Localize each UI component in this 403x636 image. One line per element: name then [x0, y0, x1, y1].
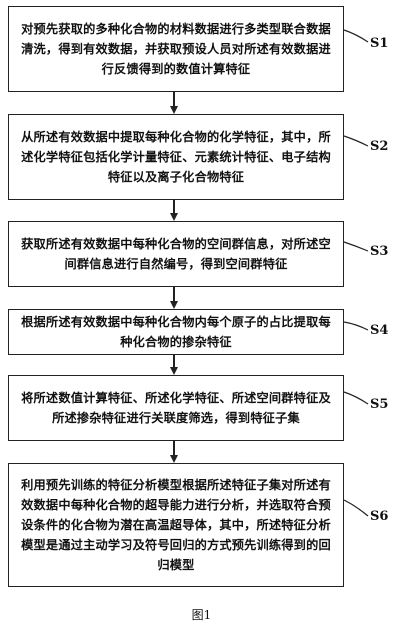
step-box-s3: 获取所述有效数据中每种化合物的空间群信息，对所述空间群信息进行自然编号，得到空间…	[8, 221, 344, 287]
step-text-s6: 利用预先训练的特征分析模型根据所述特征子集对所述有效数据中每种化合物的超导能力进…	[21, 478, 331, 572]
figure-caption: 图1	[191, 608, 212, 622]
step-text-s2: 从所述有效数据中提取每种化合物的化学特征，其中，所述化学特征包括化学计量特征、元…	[21, 130, 331, 184]
step-text-s5: 将所述数值计算特征、所述化学特征、所述空间群特征及所述掺杂特征进行关联度筛选，得…	[21, 391, 331, 425]
step-label-s2: S2	[370, 139, 389, 154]
step-text-s1: 对预先获取的多种化合物的材料数据进行多类型联合数据清洗，得到有效数据，并获取预设…	[21, 22, 331, 76]
step-box-s5: 将所述数值计算特征、所述化学特征、所述空间群特征及所述掺杂特征进行关联度筛选，得…	[8, 375, 344, 441]
step-label-s3: S3	[370, 244, 389, 259]
step-box-s1: 对预先获取的多种化合物的材料数据进行多类型联合数据清洗，得到有效数据，并获取预设…	[8, 6, 344, 92]
step-label-s1: S1	[370, 36, 389, 51]
leader-line-s6	[343, 499, 369, 517]
step-label-s5: S5	[370, 397, 389, 412]
step-box-s6: 利用预先训练的特征分析模型根据所述特征子集对所述有效数据中每种化合物的超导能力进…	[8, 463, 344, 587]
step-box-s4: 根据所述有效数据中每种化合物内每个原子的占比提取每种化合物的掺杂特征	[8, 309, 344, 355]
leader-line-s3	[343, 241, 369, 252]
step-box-s2: 从所述有效数据中提取每种化合物的化学特征，其中，所述化学特征包括化学计量特征、元…	[8, 114, 344, 200]
step-label-s6: S6	[370, 509, 389, 524]
step-text-s3: 获取所述有效数据中每种化合物的空间群信息，对所述空间群信息进行自然编号，得到空间…	[21, 237, 331, 271]
step-text-s4: 根据所述有效数据中每种化合物内每个原子的占比提取每种化合物的掺杂特征	[21, 315, 331, 349]
leader-line-s4	[343, 321, 369, 331]
step-label-s4: S4	[370, 323, 389, 338]
leader-line-s2	[343, 135, 369, 147]
leader-line-s5	[343, 391, 369, 405]
leader-line-s1	[343, 29, 369, 43]
